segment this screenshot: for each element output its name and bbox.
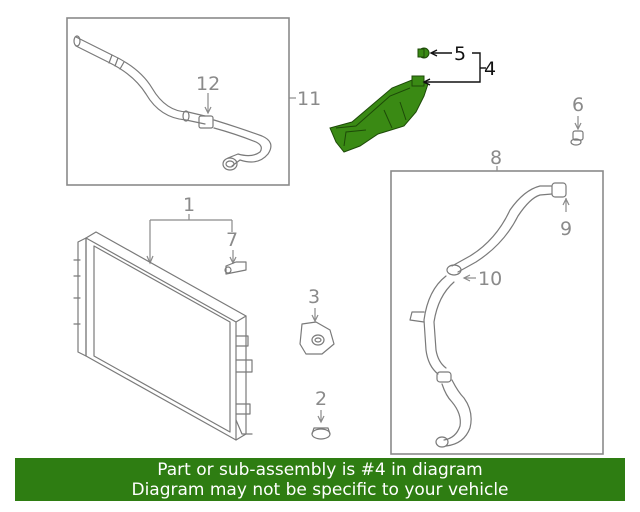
group-box-8 xyxy=(390,170,604,455)
callout-11: 11 xyxy=(297,88,321,110)
highlighted-part-4 xyxy=(329,75,429,153)
callout-5: 5 xyxy=(454,43,466,65)
callout-2: 2 xyxy=(315,388,327,410)
part-6-fitting xyxy=(570,130,584,146)
group-box-11 xyxy=(66,17,290,186)
callout-8: 8 xyxy=(490,147,502,169)
part-7-bracket xyxy=(224,261,247,275)
part-2-grommet xyxy=(311,427,331,440)
info-banner: Part or sub-assembly is #4 in diagram Di… xyxy=(15,458,625,501)
hose-assembly-8 xyxy=(409,182,567,448)
radiator-1 xyxy=(73,231,253,441)
callout-7: 7 xyxy=(226,229,238,251)
banner-line-1: Part or sub-assembly is #4 in diagram xyxy=(157,460,483,480)
callout-9: 9 xyxy=(560,218,572,240)
hose-assembly-11 xyxy=(73,35,272,171)
callout-12: 12 xyxy=(196,73,220,95)
callout-6: 6 xyxy=(572,94,584,116)
part-3-mount xyxy=(299,321,335,355)
callout-10: 10 xyxy=(478,268,502,290)
callout-3: 3 xyxy=(308,286,320,308)
banner-line-2: Diagram may not be specific to your vehi… xyxy=(131,480,509,500)
callout-4: 4 xyxy=(484,58,496,80)
part-5-clip xyxy=(417,47,430,59)
callout-1: 1 xyxy=(183,194,195,216)
